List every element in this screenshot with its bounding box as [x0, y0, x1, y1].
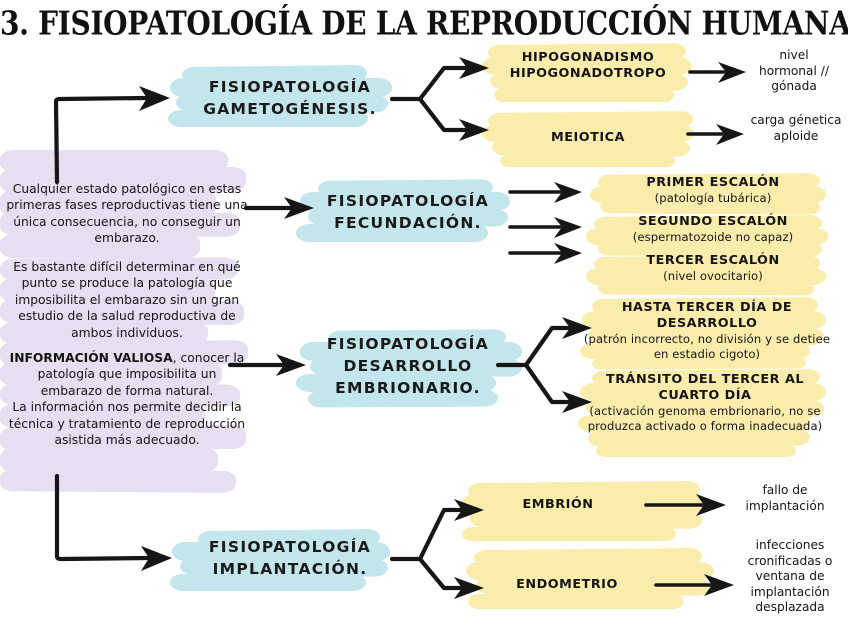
arrow-left-to-implantacion [54, 473, 172, 571]
node-desarrollo-line2: DESARROLLO [343, 357, 473, 375]
side-note-3-emphasis: INFORMACIÓN VALIOSA [9, 351, 173, 365]
leaf-transito-line1: TRÁNSITO DEL TERCER AL [605, 372, 805, 387]
leaf-hasta-tercer-dia-line1: HASTA TERCER DÍA DE [621, 300, 793, 315]
arrow-fecundacion-leaf-3 [508, 243, 582, 264]
arrow-fecundacion-leaf-2 [508, 217, 582, 238]
node-desarrollo-line3: EMBRIONARIO. [335, 379, 481, 397]
arrow-endometrio-outcome [654, 574, 734, 596]
leaf-transito-sub: (activación genoma embrionario, no se pr… [587, 404, 823, 433]
leaf-hipogonadismo-line1: HIPOGONADISMO [521, 50, 655, 65]
node-gametogenesis[interactable]: FISIOPATOLOGÍA GAMETOGÉNESIS. [190, 76, 390, 120]
leaf-transito-line2: CUARTO DÍA [658, 388, 752, 403]
side-note-3-line2: La información nos permite decidir la té… [8, 400, 246, 448]
arrow-fecundacion-leaf-1 [508, 182, 582, 203]
leaf-segundo-escalon-sub: (espermatozoide no capaz) [632, 230, 794, 244]
page-title: 3. FISIOPATOLOGÍA DE LA REPRODUCCIÓN HUM… [0, 4, 848, 43]
leaf-embrion[interactable]: EMBRIÓN [478, 497, 638, 513]
leaf-transito-cuarto-dia[interactable]: TRÁNSITO DEL TERCER AL CUARTO DÍA (activ… [578, 372, 832, 433]
outcome-infecciones: infecciones cronificadas o ventana de im… [747, 538, 833, 614]
node-implantacion[interactable]: FISIOPATOLOGÍA IMPLANTACIÓN. [190, 536, 390, 580]
leaf-segundo-escalon[interactable]: SEGUNDO ESCALÓN (espermatozoide no capaz… [592, 214, 834, 245]
outcome-fallo-implantacion: fallo de implantación [745, 483, 825, 513]
outcome-nivel-hormonal: nivel hormonal // gónada [759, 48, 829, 93]
outcome-carga-genetica: carga génetica aploide [750, 113, 842, 143]
leaf-segundo-escalon-heading: SEGUNDO ESCALÓN [638, 214, 788, 229]
leaf-meiotica[interactable]: MEIOTICA [488, 130, 688, 146]
arrow-embrion-outcome [644, 494, 726, 516]
arrow-split-gametogenesis [389, 57, 489, 141]
node-fecundacion-line2: FECUNDACIÓN. [334, 214, 482, 232]
node-implantacion-line1: FISIOPATOLOGÍA [208, 538, 372, 556]
leaf-primer-escalon-sub: (patología tubárica) [654, 191, 772, 205]
leaf-tercer-escalon-sub: (nivel ovocitario) [663, 269, 763, 283]
leaf-hipogonadismo-line2: HIPOGONADOTROPO [509, 66, 667, 81]
leaf-hipogonadismo[interactable]: HIPOGONADISMO HIPOGONADOTROPO [488, 50, 688, 82]
leaf-tercer-escalon-heading: TERCER ESCALÓN [646, 253, 780, 268]
leaf-meiotica-line1: MEIOTICA [551, 130, 625, 145]
node-fecundacion[interactable]: FISIOPATOLOGÍA FECUNDACIÓN. [308, 190, 508, 234]
leaf-endometrio-heading: ENDOMETRIO [516, 577, 618, 592]
leaf-hasta-tercer-dia-sub: (patrón incorrecto, no división y se det… [583, 332, 831, 361]
node-desarrollo-line1: FISIOPATOLOGÍA [326, 335, 490, 353]
node-implantacion-line2: IMPLANTACIÓN. [212, 560, 368, 578]
side-note-2: Es bastante difícil determinar en qué pu… [13, 260, 241, 340]
side-note-3: INFORMACIÓN VALIOSA, conocer la patologí… [6, 350, 248, 448]
node-gametogenesis-line1: FISIOPATOLOGÍA [208, 78, 372, 96]
arrow-split-implantacion [389, 499, 484, 599]
arrow-meiotica-outcome [686, 124, 744, 145]
arrow-left-to-fecundacion [243, 197, 314, 219]
leaf-tercer-escalon[interactable]: TERCER ESCALÓN (nivel ovocitario) [592, 253, 834, 284]
leaf-hasta-tercer-dia-line2: DESARROLLO [656, 316, 758, 331]
side-note-1: Cualquier estado patológico en estas pri… [6, 182, 248, 246]
arrow-hipogonadismo-outcome [688, 62, 746, 83]
arrow-left-to-gametogenesis [53, 86, 170, 185]
node-desarrollo-embrionario[interactable]: FISIOPATOLOGÍA DESARROLLO EMBRIONARIO. [308, 333, 508, 399]
leaf-embrion-heading: EMBRIÓN [522, 497, 594, 512]
node-gametogenesis-line2: GAMETOGÉNESIS. [203, 100, 377, 118]
leaf-endometrio[interactable]: ENDOMETRIO [484, 577, 650, 593]
leaf-hasta-tercer-dia[interactable]: HASTA TERCER DÍA DE DESARROLLO (patrón i… [582, 300, 832, 361]
node-fecundacion-line1: FISIOPATOLOGÍA [326, 192, 490, 210]
leaf-primer-escalon[interactable]: PRIMER ESCALÓN (patología tubárica) [592, 175, 834, 206]
leaf-primer-escalon-heading: PRIMER ESCALÓN [646, 175, 780, 190]
